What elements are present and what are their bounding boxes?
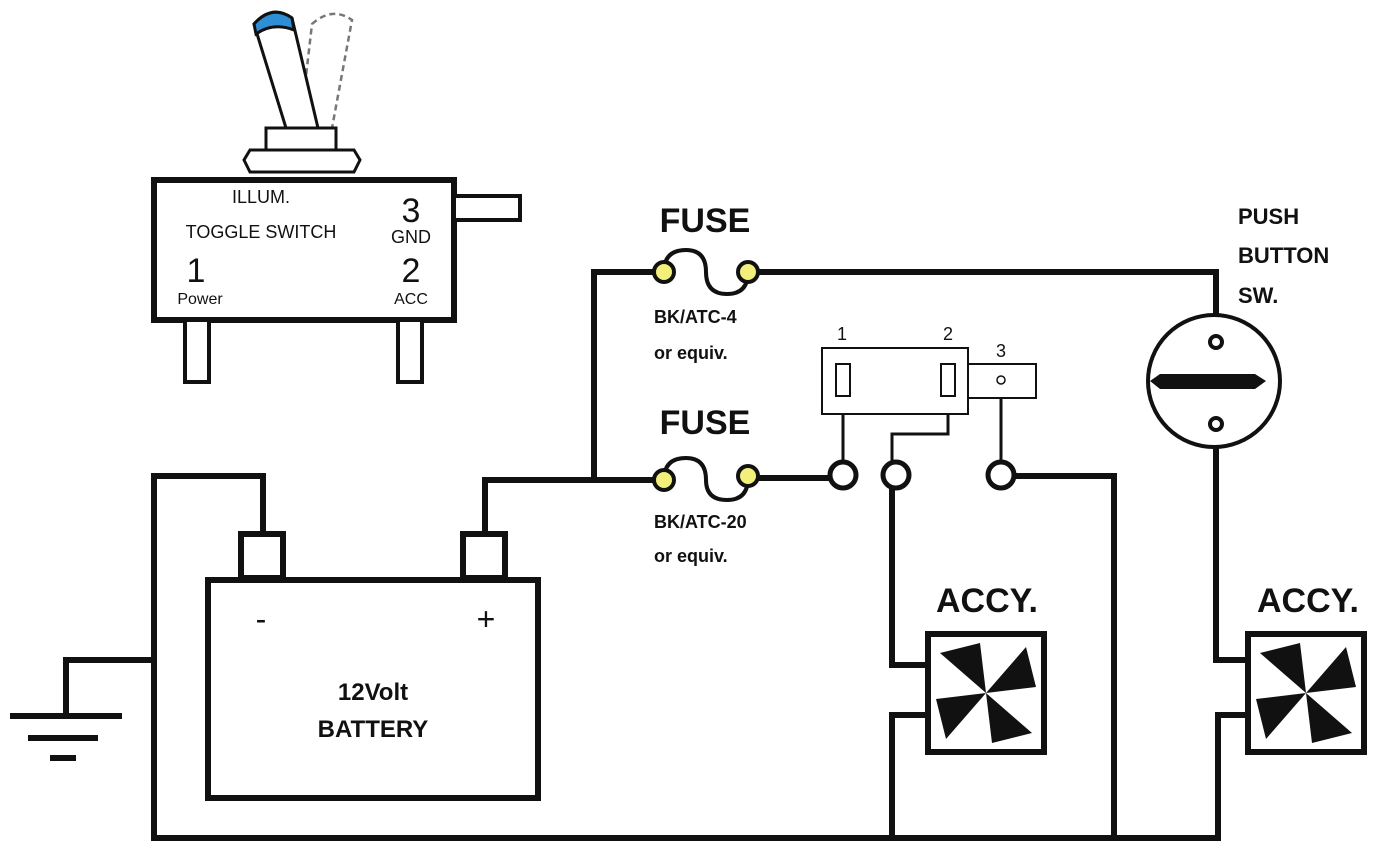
wire-battery-positive (482, 477, 665, 535)
toggle-pin-1 (183, 318, 211, 384)
fuse-bottom-element (662, 455, 750, 503)
fuse-bottom-terminal-left (652, 468, 676, 492)
fuse-bottom-terminal-right (736, 464, 760, 488)
toggle-pin2-number: 2 (402, 252, 421, 290)
toggle-side-tab (452, 194, 522, 222)
wire-battery-negative (151, 473, 1221, 841)
toggle-title-line2: TOGGLE SWITCH (186, 222, 337, 242)
switch-terminal-1 (827, 459, 859, 491)
toggle-pin3-number: 3 (402, 192, 421, 230)
battery-pos-post (460, 531, 508, 581)
fuse-top-terminal-right (736, 260, 760, 284)
accessory-right: ACCY. (1245, 582, 1367, 755)
toggle-pin1-number: 1 (187, 252, 206, 290)
switch-terminal-2 (880, 459, 912, 491)
battery: - + 12Volt BATTERY (205, 531, 541, 801)
fuse-top-rating-line2: or equiv. (654, 343, 728, 363)
fuse-top-rating-line1: BK/ATC-4 (654, 307, 737, 327)
switch-schematic-pin1-label: 1 (837, 324, 847, 344)
toggle-pin1-label: Power (177, 291, 223, 308)
push-button-contact-bottom (1208, 416, 1224, 432)
battery-neg-symbol: - (256, 601, 267, 637)
fan-icon (1256, 643, 1356, 743)
battery-label-line1: 12Volt (338, 679, 408, 706)
push-button-contact-top (1208, 334, 1224, 350)
switch-schematic: 1 2 3 (821, 324, 1037, 491)
battery-label-line2: BATTERY (318, 716, 429, 743)
switch-terminal-3 (985, 459, 1017, 491)
wire-button-to-accy (1213, 429, 1253, 841)
toggle-nut (242, 148, 362, 174)
battery-neg-post (238, 531, 286, 581)
accessory-right-label: ACCY. (1257, 582, 1359, 620)
toggle-bushing (264, 126, 338, 152)
battery-case (205, 577, 541, 801)
fuse-bottom-rating-line1: BK/ATC-20 (654, 512, 747, 532)
accessory-left-label: ACCY. (936, 582, 1038, 620)
fuse-bottom-title: FUSE (660, 404, 751, 442)
toggle-lever-icon (252, 10, 320, 130)
push-button-label-line2: BUTTON (1238, 243, 1329, 268)
fuse-top-element (662, 247, 750, 297)
toggle-body (151, 177, 457, 323)
switch-schematic-pin3-label: 3 (996, 341, 1006, 361)
switch-schematic-pin2-label: 2 (943, 324, 953, 344)
push-button-label-line1: PUSH (1238, 204, 1299, 229)
wire-ground (63, 657, 157, 719)
toggle-title-line1: ILLUM. (232, 187, 290, 207)
push-button-switch: PUSH BUTTON SW. (1146, 204, 1329, 449)
fuse-top-title: FUSE (660, 202, 751, 240)
fuse-top: FUSE BK/ATC-4 or equiv. (652, 202, 760, 363)
wire-pin3-to-rail (1011, 473, 1117, 841)
switch-schematic-pin2-blade (940, 363, 956, 397)
battery-pos-symbol: + (477, 601, 496, 637)
toggle-pin2-label: ACC (394, 291, 428, 308)
toggle-lever-alt (298, 12, 354, 130)
toggle-switch-illustration: ILLUM. TOGGLE SWITCH 3 GND 1 Power 2 ACC (151, 10, 522, 384)
fan-icon (936, 643, 1036, 743)
push-button-bar (1150, 374, 1266, 389)
ground-icon (10, 713, 122, 761)
switch-schematic-pin1-blade (835, 363, 851, 397)
toggle-pin-2 (396, 318, 424, 384)
fuse-top-terminal-left (652, 260, 676, 284)
push-button-label-line3: SW. (1238, 283, 1278, 308)
toggle-pin3-label: GND (391, 227, 431, 247)
fuse-bottom: FUSE BK/ATC-20 or equiv. (652, 404, 760, 566)
fuse-bottom-rating-line2: or equiv. (654, 546, 728, 566)
wire-pin2-to-accy (889, 479, 933, 841)
accessory-left: ACCY. (925, 582, 1047, 755)
switch-schematic-pin3-hole (996, 375, 1006, 385)
